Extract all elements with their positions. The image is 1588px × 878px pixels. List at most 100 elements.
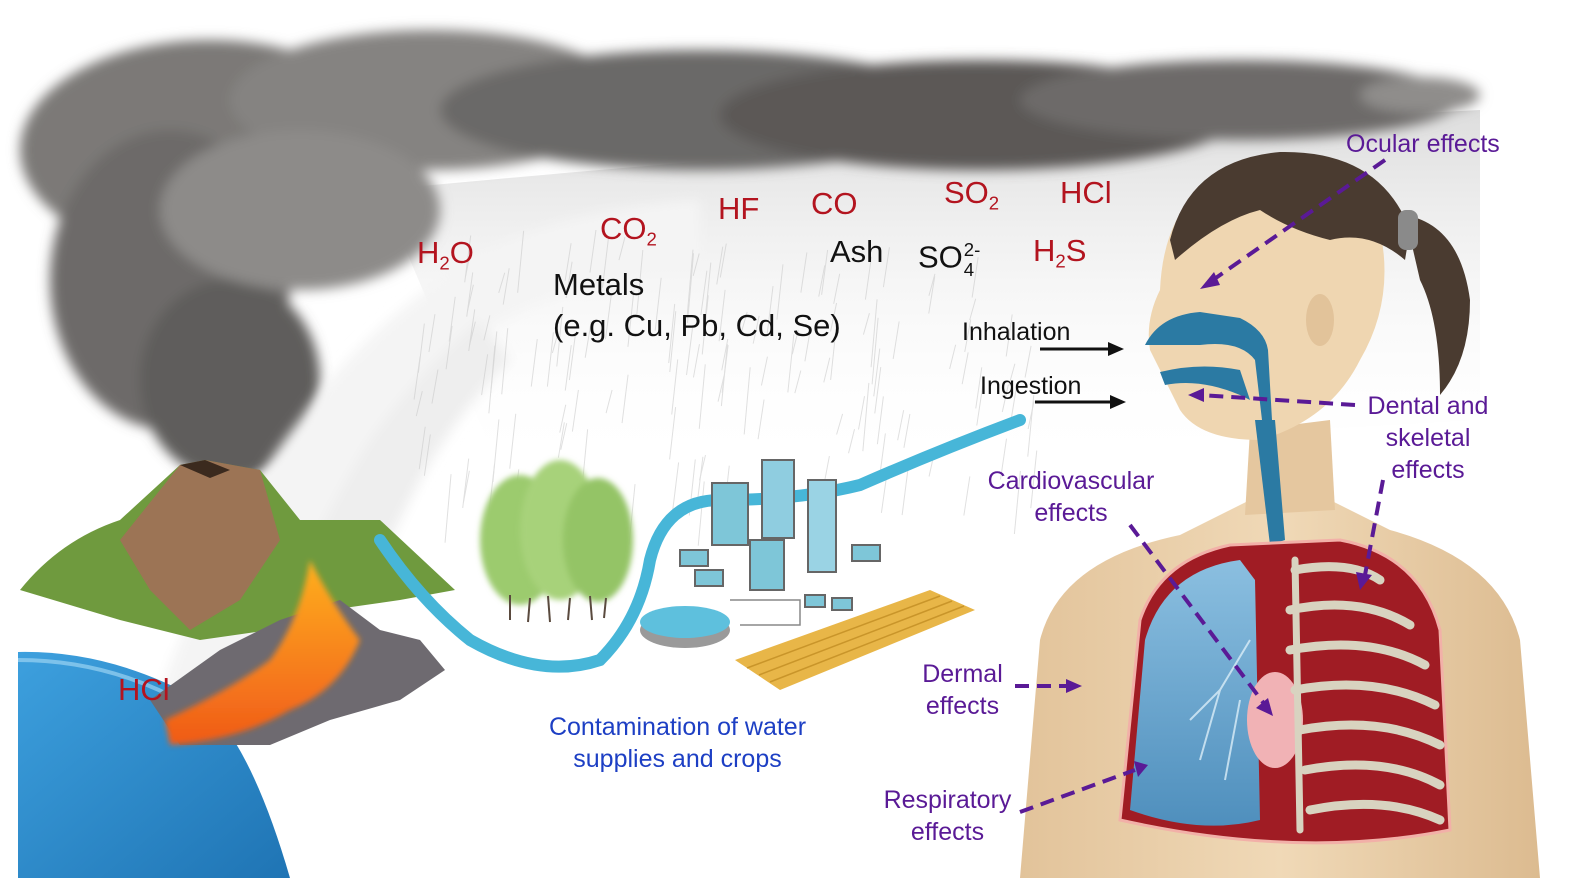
- ash-streak: [654, 277, 662, 331]
- ash-streak: [669, 406, 677, 460]
- ash-streak: [804, 326, 812, 362]
- crop-field-icon: [735, 590, 975, 690]
- ash-streak: [686, 249, 694, 319]
- ocular-arrow-icon: [1208, 158, 1387, 284]
- volcano-icon: [20, 460, 455, 745]
- ash-streak: [671, 359, 679, 415]
- ash-streak: [556, 306, 564, 367]
- inhalation-arrow-icon: [1040, 342, 1124, 356]
- cardio-arrow-icon: [1128, 523, 1267, 707]
- effect-label-dermal: Dermal effects: [922, 660, 1003, 720]
- ash-streak: [830, 302, 838, 332]
- ash-streak: [787, 334, 795, 393]
- ash-streak: [830, 322, 838, 380]
- ash-streak: [718, 289, 726, 342]
- ash-streak: [698, 364, 706, 429]
- gas-label-h2s: H2S: [1033, 233, 1087, 272]
- ash-streak: [559, 404, 567, 433]
- ash-streak: [464, 247, 472, 278]
- lava-flow-icon: [165, 560, 360, 745]
- ash-streak: [481, 354, 489, 396]
- ash-streak: [800, 252, 808, 293]
- ash-streak: [901, 467, 909, 516]
- ash-streak: [686, 328, 694, 376]
- ash-streak: [969, 298, 977, 321]
- ash-streak: [821, 249, 829, 295]
- route-label-inhalation: Inhalation: [962, 318, 1071, 346]
- ash-streak: [892, 321, 900, 360]
- gas-label-hf: HF: [718, 191, 760, 226]
- gas-label-so2: SO2: [944, 175, 1000, 214]
- ash-streak: [565, 261, 573, 299]
- ash-streak: [864, 256, 872, 300]
- effect-label-dental-skeletal: Dental and skeletal effects: [1367, 392, 1489, 484]
- ash-streak: [794, 370, 802, 394]
- ash-streak: [833, 273, 841, 304]
- ash-streak: [862, 313, 870, 335]
- ash-streak: [418, 426, 426, 470]
- ash-streak: [498, 272, 506, 293]
- ash-streak: [698, 454, 706, 481]
- ash-streak: [444, 474, 452, 543]
- ash-streak: [961, 352, 969, 385]
- ribcage-icon: [1285, 556, 1445, 834]
- lungs-icon: [1130, 560, 1260, 826]
- ash-streak: [415, 390, 423, 417]
- ash-streak: [717, 375, 725, 402]
- ash-streak: [949, 344, 957, 370]
- ash-streak: [971, 257, 979, 298]
- ingestion-arrow-icon: [1035, 395, 1126, 409]
- ash-streak: [530, 338, 538, 387]
- gas-label-hcl: HCl: [1060, 175, 1112, 210]
- ash-streak: [848, 428, 856, 454]
- ash-fall: [413, 229, 1038, 546]
- effect-label-ocular: Ocular effects: [1346, 130, 1500, 158]
- ash-streak: [874, 367, 882, 414]
- ash-streak: [766, 285, 774, 336]
- ash-streak: [431, 369, 439, 404]
- ash-streak: [928, 276, 936, 314]
- ash-streak: [964, 319, 972, 353]
- ash-streak: [1001, 384, 1009, 413]
- ash-streak: [818, 265, 826, 297]
- ash-streak: [976, 385, 984, 426]
- heart-icon: [1247, 672, 1303, 768]
- ash-streak: [858, 396, 866, 430]
- ash-streak: [701, 295, 709, 355]
- ash-streak: [428, 314, 436, 353]
- ash-streak: [740, 311, 748, 334]
- ash-streak: [686, 253, 694, 323]
- ash-streak: [1030, 450, 1038, 509]
- ash-streak: [448, 296, 456, 342]
- ash-streak: [692, 344, 700, 378]
- ash-streak: [776, 264, 784, 320]
- ash-streak: [627, 290, 635, 347]
- ash-streak: [882, 247, 890, 288]
- ash-streak: [963, 476, 971, 516]
- forest-icon: [480, 460, 633, 623]
- ash-streak: [823, 357, 831, 383]
- water-reservoir-icon: [640, 606, 730, 648]
- species-label-metals-examples: (e.g. Cu, Pb, Cd, Se): [553, 308, 841, 343]
- ash-streak: [1013, 470, 1021, 535]
- ash-streak: [564, 243, 572, 281]
- ash-streak: [721, 338, 729, 371]
- ash-streak: [897, 410, 905, 441]
- ash-streak: [1000, 438, 1008, 480]
- route-label-ingestion: Ingestion: [980, 372, 1082, 400]
- ash-streak: [568, 334, 576, 381]
- ash-streak: [697, 481, 705, 546]
- ash-streak: [462, 470, 470, 503]
- effect-label-respiratory: Respiratory effects: [883, 786, 1012, 846]
- skeletal-arrow-icon: [1363, 479, 1385, 576]
- ash-streak: [445, 325, 453, 370]
- ash-streak: [557, 422, 565, 458]
- river-icon: [374, 414, 1026, 673]
- gas-label-hcl-sea: HCl: [118, 672, 170, 707]
- ash-streak: [871, 317, 879, 385]
- ash-streak: [719, 243, 727, 278]
- ash-streak: [423, 434, 431, 476]
- ash-streak: [492, 419, 500, 483]
- city-buildings-icon: [679, 459, 881, 626]
